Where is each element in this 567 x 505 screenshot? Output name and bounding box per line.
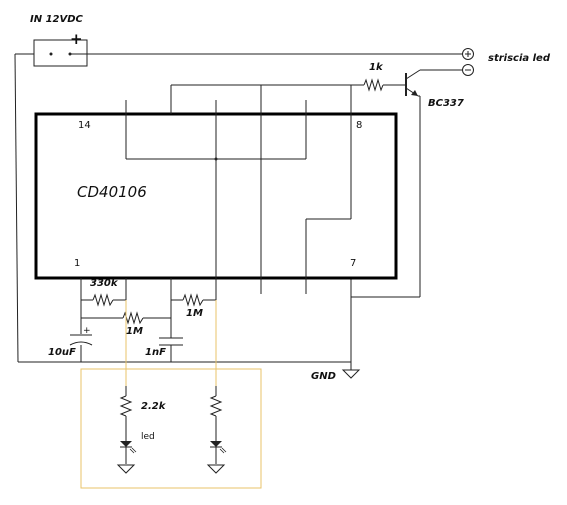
resistor-330k (81, 293, 126, 307)
indicator-branch-right (206, 386, 227, 474)
transistor-bc337 (351, 69, 462, 298)
resistor-1k (351, 78, 406, 92)
ground-icon (341, 369, 361, 379)
resistor-2k2-label: 2.2k (141, 401, 167, 412)
led-strip-label: striscia led (488, 53, 551, 64)
capacitor-1nf-label: 1nF (145, 347, 166, 358)
indicator-branch-left (116, 386, 137, 474)
pin-7-label: 7 (350, 258, 356, 269)
supply-wires (14, 53, 462, 370)
resistor-1m-b-label: 1M (186, 308, 203, 319)
capacitor-10uf-label: 10uF (48, 347, 76, 358)
resistor-330k-label: 330k (90, 278, 119, 289)
led-strip-terminals (462, 48, 474, 76)
resistor-1m-a-label: 1M (126, 326, 143, 337)
pin-14-label: 14 (78, 120, 91, 131)
led-label: led (141, 432, 155, 442)
chip-interconnect-wires (80, 84, 352, 338)
capacitor-1nf (159, 337, 183, 362)
input-label: IN 12VDC (30, 14, 84, 25)
resistor-1k-label: 1k (369, 62, 384, 73)
pin-1-label: 1 (74, 258, 80, 269)
capacitor-10uf-plus: + (83, 326, 91, 336)
resistor-1m-b (171, 293, 216, 307)
indicator-box (80, 300, 262, 489)
chip-label: CD40106 (77, 183, 147, 201)
gnd-label: GND (311, 371, 336, 382)
ground-icon-right (206, 464, 226, 474)
ground-icon-left (116, 464, 136, 474)
input-plus-sign: + (70, 30, 83, 48)
transistor-label: BC337 (428, 98, 464, 109)
pin-8-label: 8 (356, 120, 362, 131)
capacitor-10uf (69, 334, 93, 362)
